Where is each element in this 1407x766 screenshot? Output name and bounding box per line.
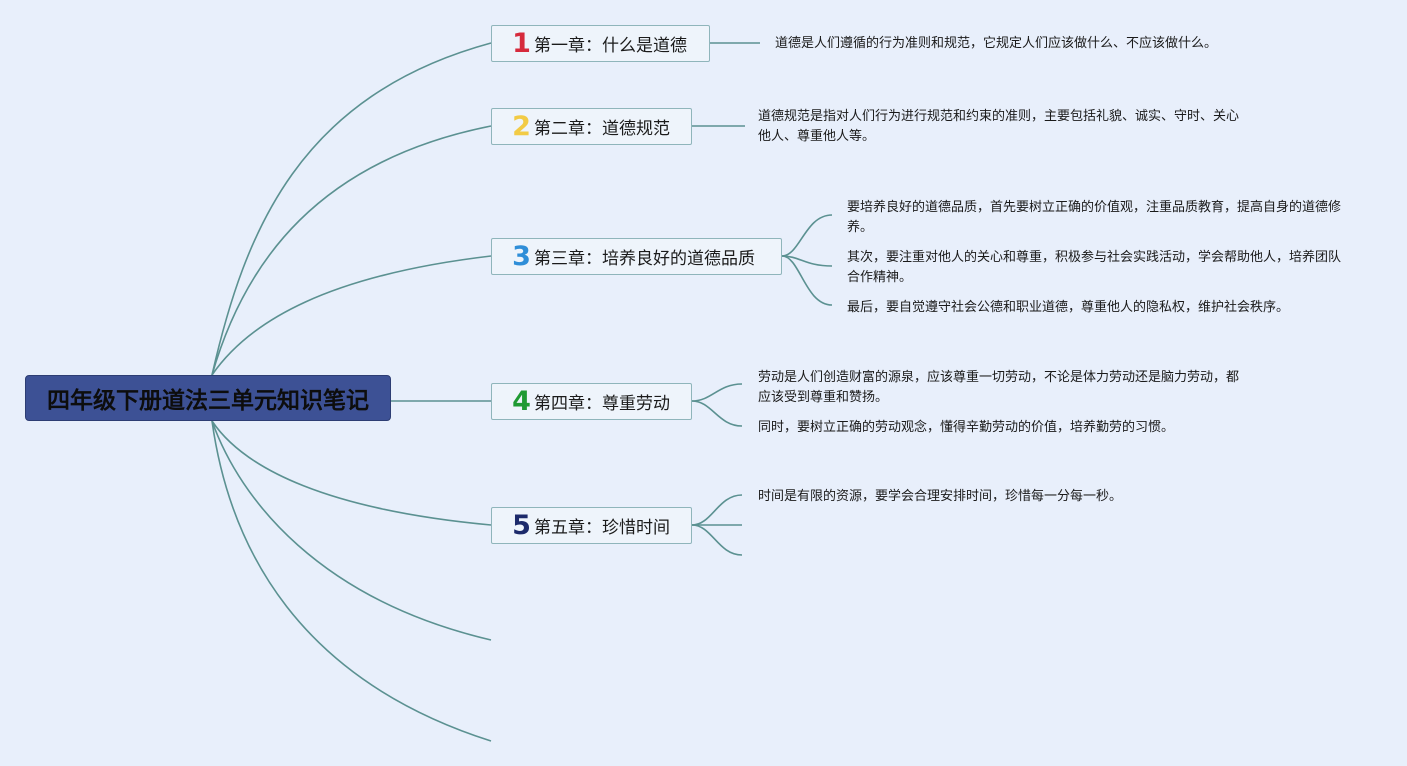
chapter-3-title: 第三章：培养良好的道德品质 bbox=[534, 249, 755, 269]
chapter-5-topic[interactable]: 5 第五章：珍惜时间 bbox=[491, 507, 692, 544]
branch-line-2 bbox=[211, 125, 492, 376]
chapter-1-number-icon: 1 bbox=[512, 28, 531, 59]
chapter-1-title: 第一章：什么是道德 bbox=[534, 36, 687, 56]
chapter-1-topic[interactable]: 1 第一章：什么是道德 bbox=[491, 25, 710, 62]
chapter-2-note-1[interactable]: 道德规范是指对人们行为进行规范和约束的准则，主要包括礼貌、诚实、守时、关心他人、… bbox=[758, 109, 1240, 144]
note-line-3b bbox=[781, 255, 833, 267]
chapter-3-number-icon: 3 bbox=[512, 241, 531, 272]
chapter-3-note-1[interactable]: 要培养良好的道德品质，首先要树立正确的价值观，注重品质教育，提高自身的道德修养。 bbox=[847, 200, 1342, 235]
chapter-3-note-3[interactable]: 最后，要自觉遵守社会公德和职业道德，尊重他人的隐私权，维护社会秩序。 bbox=[847, 300, 1290, 315]
note-line-4a bbox=[691, 383, 743, 402]
chapter-5-note-1[interactable]: 时间是有限的资源，要学会合理安排时间，珍惜每一分每一秒。 bbox=[758, 489, 1123, 504]
chapter-5-number-icon: 5 bbox=[512, 510, 531, 541]
chapter-1-note-1[interactable]: 道德是人们遵循的行为准则和规范，它规定人们应该做什么、不应该做什么。 bbox=[775, 36, 1218, 51]
branch-line-6 bbox=[211, 420, 492, 641]
note-line-5c bbox=[691, 524, 743, 556]
branch-line-5 bbox=[211, 420, 492, 526]
chapter-2-number-icon: 2 bbox=[512, 111, 531, 142]
chapter-5-title: 第五章：珍惜时间 bbox=[534, 518, 670, 538]
chapter-4-number-icon: 4 bbox=[512, 386, 531, 417]
chapter-3-topic[interactable]: 3 第三章：培养良好的道德品质 bbox=[491, 238, 782, 275]
chapter-2-title: 第二章：道德规范 bbox=[534, 119, 670, 139]
note-line-3a bbox=[781, 214, 833, 257]
chapter-4-title: 第四章：尊重劳动 bbox=[534, 394, 670, 414]
chapter-4-note-2[interactable]: 同时，要树立正确的劳动观念，懂得辛勤劳动的价值，培养勤劳的习惯。 bbox=[758, 420, 1175, 435]
root-title: 四年级下册道法三单元知识笔记 bbox=[47, 388, 369, 414]
branch-line-3 bbox=[211, 255, 492, 376]
chapter-3-note-2[interactable]: 其次，要注重对他人的关心和尊重，积极参与社会实践活动，学会帮助他人，培养团队合作… bbox=[847, 250, 1342, 285]
note-line-5a bbox=[691, 494, 743, 526]
chapter-2-topic[interactable]: 2 第二章：道德规范 bbox=[491, 108, 692, 145]
branch-line-7 bbox=[211, 420, 492, 742]
note-line-4b bbox=[691, 400, 743, 427]
root-topic[interactable]: 四年级下册道法三单元知识笔记 bbox=[25, 375, 391, 421]
chapter-4-note-1[interactable]: 劳动是人们创造财富的源泉，应该尊重一切劳动，不论是体力劳动还是脑力劳动，都应该受… bbox=[758, 370, 1240, 405]
chapter-4-topic[interactable]: 4 第四章：尊重劳动 bbox=[491, 383, 692, 420]
branch-line-1 bbox=[211, 42, 492, 376]
note-line-3c bbox=[781, 255, 833, 306]
